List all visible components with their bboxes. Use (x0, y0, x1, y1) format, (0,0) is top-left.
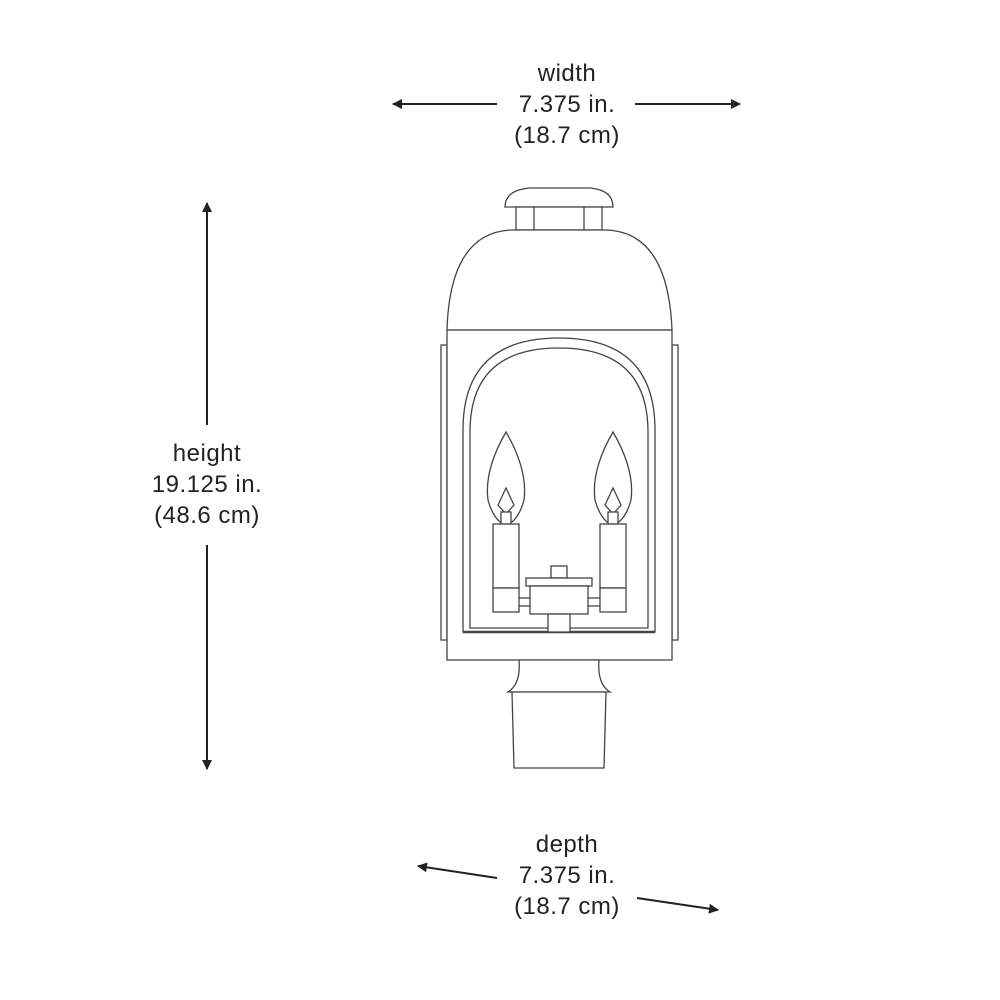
lantern-collar (515, 206, 603, 231)
side-strip-right (671, 344, 679, 641)
width-dimension: width 7.375 in. (18.7 cm) (467, 58, 667, 151)
width-cm: (18.7 cm) (514, 122, 620, 149)
post-base (511, 691, 607, 769)
height-inches: 19.125 in. (151, 471, 263, 498)
center-stem (547, 613, 571, 633)
depth-arrow-right (636, 897, 719, 914)
center-knob (550, 565, 568, 579)
dimension-arrows (202, 99, 741, 914)
depth-dimension: depth 7.375 in. (18.7 cm) (467, 829, 667, 922)
bulb-left (486, 430, 526, 613)
width-label: width (537, 60, 597, 87)
depth-inches: 7.375 in. (518, 862, 616, 889)
lantern-dome (446, 229, 673, 331)
depth-arrow-left (417, 862, 498, 879)
center-housing-lid (525, 577, 593, 587)
bulb-right (593, 430, 633, 613)
lantern (440, 187, 679, 769)
side-strip-left (440, 344, 448, 641)
height-dimension: height 19.125 in. (48.6 cm) (107, 438, 307, 531)
post-neck (505, 659, 613, 693)
width-inches: 7.375 in. (518, 91, 616, 118)
lantern-cap (504, 187, 614, 208)
depth-cm: (18.7 cm) (514, 893, 620, 920)
center-housing (529, 585, 589, 615)
depth-label: depth (535, 831, 599, 858)
height-cm: (48.6 cm) (154, 502, 260, 529)
height-label: height (172, 440, 242, 467)
